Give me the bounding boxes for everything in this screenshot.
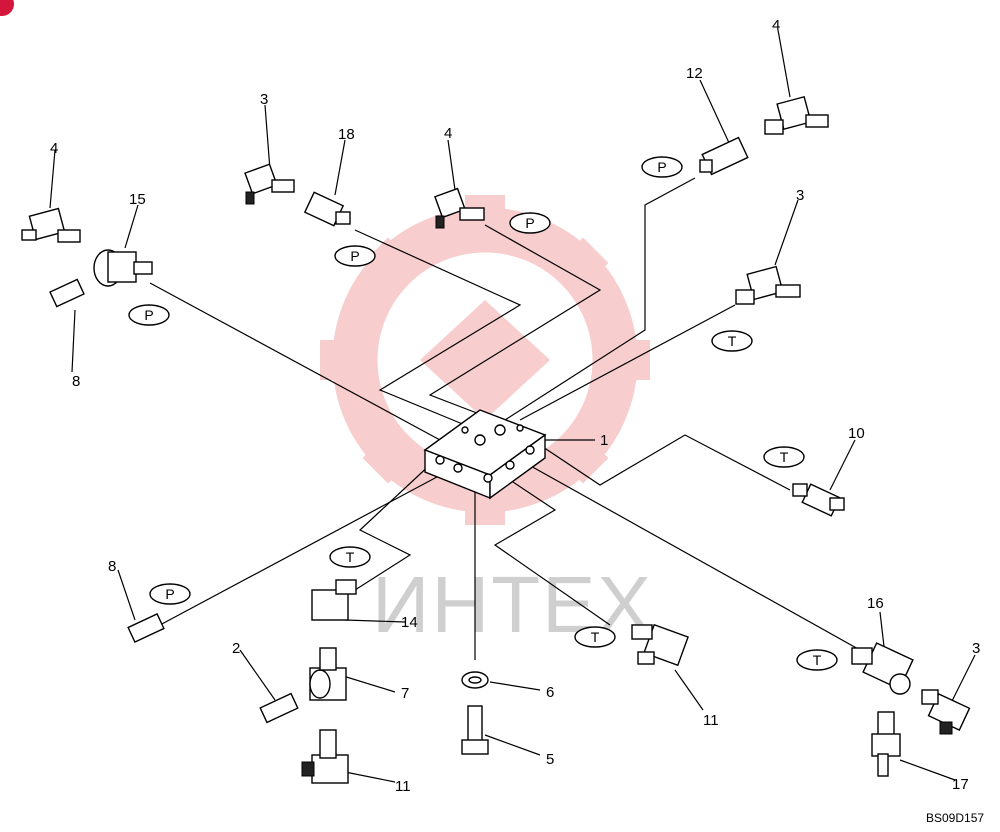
part-number-11: 11 xyxy=(703,712,719,729)
leader-lines xyxy=(49,29,976,783)
port-text: T xyxy=(780,449,789,465)
port-label-p-2: P xyxy=(509,212,551,234)
port-text: P xyxy=(144,307,153,323)
fitting-elbow-3-top xyxy=(244,163,295,205)
port-label-t-4: T xyxy=(574,626,616,648)
part-number-18: 18 xyxy=(338,126,355,143)
fitting-coupler-12 xyxy=(699,136,749,176)
corner-badge xyxy=(0,0,14,16)
port-label-p-5: P xyxy=(149,583,191,605)
port-label-t-1: T xyxy=(711,330,753,352)
fitting-nipple-8-left xyxy=(49,278,85,308)
part-number-3: 3 xyxy=(260,91,268,108)
fitting-elbow-11-right xyxy=(631,623,689,667)
fitting-elbow-14 xyxy=(311,579,357,621)
port-label-t-5: T xyxy=(796,649,838,671)
fitting-elbow-3-right xyxy=(735,265,801,305)
port-label-p-4: P xyxy=(128,304,170,326)
part-number-4: 4 xyxy=(772,17,780,34)
part-number-5: 5 xyxy=(546,751,554,768)
fitting-elbow-4-center xyxy=(434,187,485,229)
fitting-washer-6 xyxy=(461,671,489,689)
part-number-14: 14 xyxy=(401,614,418,631)
part-number-7: 7 xyxy=(401,685,409,702)
port-label-t-2: T xyxy=(763,446,805,468)
part-number-11: 11 xyxy=(395,778,411,795)
part-number-3: 3 xyxy=(972,640,980,657)
fitting-elbow-4-left xyxy=(21,207,81,243)
fitting-elbow-16 xyxy=(851,642,914,695)
part-number-16: 16 xyxy=(867,595,884,612)
fitting-tee-10 xyxy=(792,483,845,517)
port-text: P xyxy=(525,215,534,231)
port-label-t-3: T xyxy=(329,546,371,568)
hose-lines xyxy=(149,177,861,660)
fitting-elbow-3-lower-right xyxy=(921,689,971,735)
fitting-nipple-8-lower xyxy=(127,613,165,643)
port-text: P xyxy=(350,248,359,264)
drawing-code: BS09D157 xyxy=(926,811,984,825)
part-number-4: 4 xyxy=(444,125,452,142)
part-number-15: 15 xyxy=(129,191,146,208)
port-label-p-3: P xyxy=(334,245,376,267)
part-number-2: 2 xyxy=(232,640,240,657)
part-number-8: 8 xyxy=(72,373,80,390)
fitting-elbow-11-lower xyxy=(301,729,349,784)
part-number-4: 4 xyxy=(50,140,58,157)
fitting-tee-7 xyxy=(309,647,347,701)
part-number-1: 1 xyxy=(600,432,608,449)
fitting-tee-15 xyxy=(93,249,153,287)
fitting-bolt-5 xyxy=(461,705,489,755)
fitting-nipple-2 xyxy=(259,692,299,724)
port-text: P xyxy=(657,159,666,175)
fitting-coupler-18 xyxy=(303,191,351,227)
part-number-12: 12 xyxy=(686,65,703,82)
port-label-p-1: P xyxy=(641,156,683,178)
part-number-17: 17 xyxy=(952,776,969,793)
fitting-elbow-4-right xyxy=(764,95,829,135)
fitting-sensor-17 xyxy=(871,711,901,777)
port-text: P xyxy=(165,586,174,602)
port-text: T xyxy=(813,652,822,668)
part-number-6: 6 xyxy=(546,684,554,701)
part-number-10: 10 xyxy=(848,425,865,442)
part-number-3: 3 xyxy=(796,187,804,204)
port-text: T xyxy=(346,549,355,565)
port-text: T xyxy=(728,333,737,349)
part-number-8: 8 xyxy=(108,558,116,575)
port-text: T xyxy=(591,629,600,645)
part-numbers: 1 2 3 3 3 4 4 4 5 6 7 8 8 10 11 11 12 14… xyxy=(50,17,980,795)
manifold-block xyxy=(423,409,547,500)
